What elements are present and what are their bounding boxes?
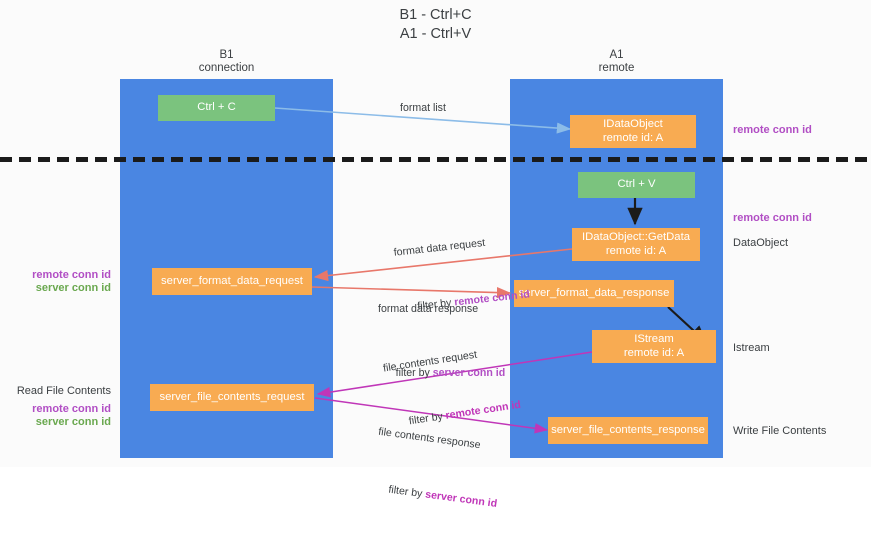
edge-label-format-data-response-filter: filter by server conn id	[378, 352, 506, 394]
edge-label-file-contents-response-filter: filter by server conn id	[368, 466, 500, 524]
edge-label-format-data-response: format data response filter by server co…	[378, 274, 505, 422]
node-server-format-data-request[interactable]: server_format_data_request	[152, 268, 312, 295]
annotation-left-server-conn-id: server conn id	[35, 282, 111, 294]
annotation-left-server-conn-id-2: server conn id	[35, 416, 111, 428]
annotation-left-remote-conn-id-2: remote conn id	[32, 403, 111, 415]
edge-label-format-data-request-text: format data request	[393, 236, 486, 259]
node-server-format-data-response[interactable]: server_format_data_response	[514, 280, 674, 307]
annotation-remote-conn-id-mid: remote conn id	[733, 212, 812, 224]
diagram-canvas: B1 - Ctrl+C A1 - Ctrl+V B1 connection A1…	[0, 7, 871, 510]
column-header-a1: A1 remote	[598, 49, 635, 74]
node-ctrl-c[interactable]: Ctrl + C	[158, 95, 275, 121]
annotation-write-file-contents: Write File Contents	[733, 425, 827, 437]
node-server-file-contents-response[interactable]: server_file_contents_response	[548, 417, 708, 444]
annotation-dataobject: DataObject	[733, 237, 789, 249]
filter-prefix: filter by	[395, 367, 433, 379]
edge-label-file-contents-response: file contents response filter by server …	[364, 397, 509, 553]
annotation-left-remote-conn-id: remote conn id	[32, 269, 111, 281]
column-header-b1: B1 connection	[198, 49, 255, 74]
annotation-istream: Istream	[733, 342, 770, 354]
node-idataobject-getdata[interactable]: IDataObject::GetData remote id: A	[572, 228, 700, 261]
phase-divider	[0, 157, 871, 162]
annotation-remote-conn-id-top: remote conn id	[733, 124, 812, 136]
edge-label-format-data-response-text: format data response	[378, 303, 479, 315]
filter-prefix: filter by	[387, 483, 427, 501]
edge-label-file-contents-response-text: file contents response	[377, 425, 482, 452]
filter-value: server conn id	[432, 367, 506, 379]
page-title: B1 - Ctrl+C A1 - Ctrl+V	[399, 7, 472, 42]
annotation-read-file-contents: Read File Contents	[16, 385, 111, 397]
node-idataobject-remote[interactable]: IDataObject remote id: A	[570, 115, 696, 148]
edge-label-format-list: format list	[400, 102, 446, 114]
node-istream[interactable]: IStream remote id: A	[592, 330, 716, 363]
filter-value: server conn id	[424, 488, 498, 510]
edge-label-file-contents-request-text: file contents request	[382, 348, 478, 375]
node-ctrl-v[interactable]: Ctrl + V	[578, 172, 695, 198]
node-server-file-contents-request[interactable]: server_file_contents_request	[150, 384, 314, 411]
